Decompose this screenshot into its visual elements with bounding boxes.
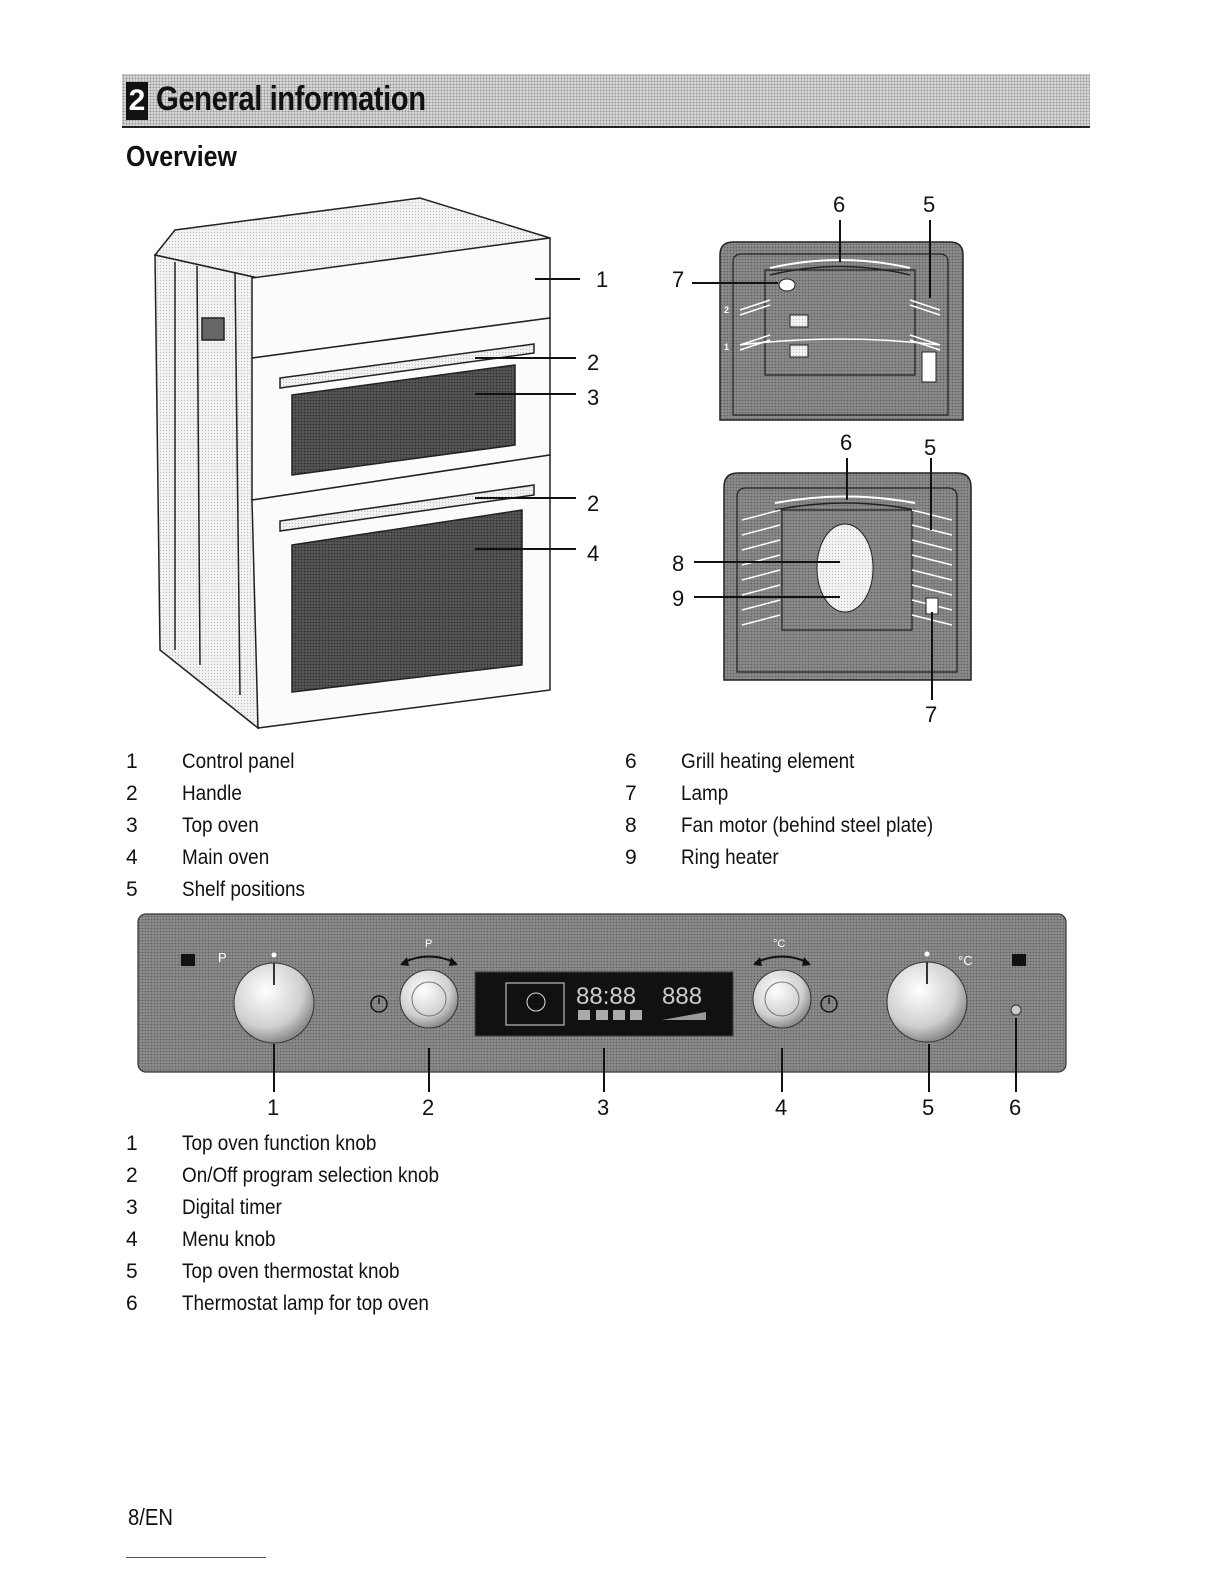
panel-callout-lines — [273, 1018, 1017, 1092]
legend-text: Top oven — [182, 814, 259, 837]
knob2-mark: P — [425, 938, 432, 950]
legend-number: 5 — [126, 878, 138, 901]
legend-text: Main oven — [182, 846, 270, 869]
panel-mark-celsius: °C — [958, 953, 973, 968]
function-knob — [233, 962, 315, 1044]
legend-number: 9 — [625, 846, 637, 869]
legend-text: Grill heating element — [681, 750, 855, 773]
main-cavity-callout: 9 — [672, 586, 684, 611]
digital-timer-display — [474, 971, 734, 1037]
top-cavity-callout: 5 — [923, 192, 935, 217]
legend-text: Thermostat lamp for top oven — [182, 1292, 429, 1315]
page-number: 8/EN — [128, 1504, 174, 1530]
panel-callout: 5 — [922, 1095, 934, 1120]
main-cavity-callouts: 6 5 8 9 7 — [672, 430, 937, 727]
legend-text: Top oven thermostat knob — [182, 1260, 400, 1283]
legend-number: 7 — [625, 782, 637, 805]
top-cavity-callout: 7 — [672, 267, 684, 292]
legend-number: 3 — [126, 814, 138, 837]
control-panel-illustration: P °C P 88:88 888 °C — [137, 913, 1067, 1073]
legend-text: Handle — [182, 782, 242, 805]
thermostat-knob — [886, 961, 968, 1043]
legend-number: 1 — [126, 1132, 138, 1155]
top-cavity-callout: 6 — [833, 192, 845, 217]
program-knob — [399, 969, 459, 1029]
panel-callouts: 1 2 3 4 5 6 — [267, 1095, 1021, 1120]
legend-text: Menu knob — [182, 1228, 276, 1251]
main-cavity-callout: 7 — [925, 702, 937, 727]
menu-knob — [752, 969, 812, 1029]
legend-number: 3 — [126, 1196, 138, 1219]
main-cavity-callout: 8 — [672, 551, 684, 576]
legend-text: Top oven function knob — [182, 1132, 377, 1155]
legend-text: Control panel — [182, 750, 295, 773]
indicator-lamp-icon — [1012, 954, 1026, 966]
display-digits-time: 88:88 — [576, 983, 636, 1010]
main-cavity-callout: 5 — [924, 435, 936, 460]
legend-text: Lamp — [681, 782, 729, 805]
shelf-mark: 2 — [724, 305, 729, 315]
legend-number: 8 — [625, 814, 637, 837]
section-header-bar: 2 General information — [122, 74, 1090, 128]
main-cavity-callout-lines — [694, 458, 933, 700]
top-cavity-callout-lines — [692, 220, 931, 298]
thermostat-lamp-icon — [1010, 1004, 1022, 1016]
legend-number: 5 — [126, 1260, 138, 1283]
oven-callouts: 1 2 3 2 4 — [587, 267, 608, 566]
indicator-lamp-icon — [181, 954, 195, 966]
legend-number: 6 — [126, 1292, 138, 1315]
legend-number: 4 — [126, 846, 138, 869]
top-cavity-callouts: 6 5 7 — [672, 192, 935, 292]
display-digits-temp: 888 — [662, 983, 702, 1010]
shelf-mark: 1 — [724, 342, 729, 352]
panel-callout: 2 — [422, 1095, 434, 1120]
section-title: General information — [156, 80, 426, 118]
panel-mark-p: P — [218, 950, 227, 965]
legend-text: On/Off program selection knob — [182, 1164, 440, 1187]
panel-callout: 4 — [775, 1095, 787, 1120]
legend-text: Digital timer — [182, 1196, 282, 1219]
main-cavity-callout: 6 — [840, 430, 852, 455]
footer-rule — [126, 1557, 266, 1558]
legend-number: 1 — [126, 750, 138, 773]
oven-callout: 4 — [587, 541, 599, 566]
oven-callout: 1 — [596, 267, 608, 292]
oven-callout: 2 — [587, 491, 599, 516]
oven-callout-lines — [475, 278, 580, 550]
legend-text: Shelf positions — [182, 878, 305, 901]
oven-body — [153, 197, 551, 730]
panel-callout: 6 — [1009, 1095, 1021, 1120]
overview-heading: Overview — [126, 141, 237, 173]
top-cavity-illustration: 2 1 — [719, 241, 964, 421]
legend-number: 6 — [625, 750, 637, 773]
legend-number: 2 — [126, 1164, 138, 1187]
legend-text: Fan motor (behind steel plate) — [681, 814, 934, 837]
section-number: 2 — [126, 82, 148, 120]
legend-text: Ring heater — [681, 846, 779, 869]
panel-callout: 3 — [597, 1095, 609, 1120]
knob4-mark: °C — [773, 938, 785, 950]
legend-number: 4 — [126, 1228, 138, 1251]
panel-callout: 1 — [267, 1095, 279, 1120]
oven-callout: 3 — [587, 385, 599, 410]
legend-number: 2 — [126, 782, 138, 805]
oven-callout: 2 — [587, 350, 599, 375]
main-cavity-illustration — [723, 472, 972, 681]
